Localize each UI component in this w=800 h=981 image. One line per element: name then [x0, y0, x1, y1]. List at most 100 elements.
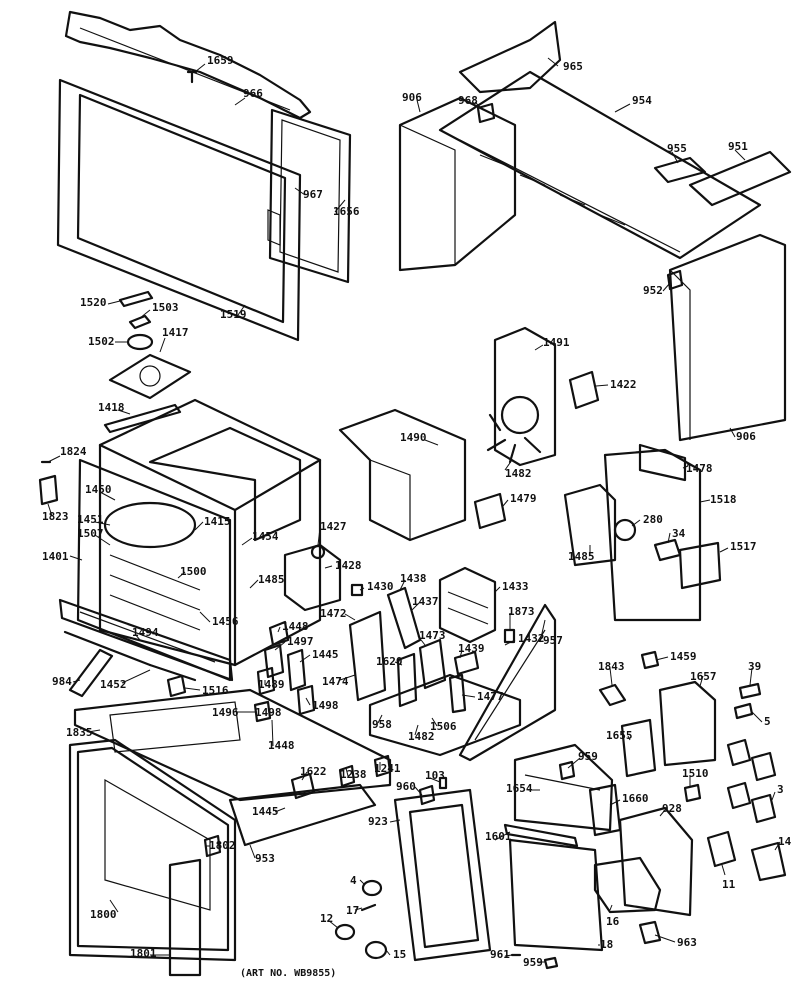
part-1496-clip [253, 700, 272, 723]
part-1478-cover [638, 443, 687, 482]
part-1660-bracket [588, 783, 622, 837]
part-4-knob [361, 879, 383, 897]
part-1428-magnetron [283, 543, 342, 612]
part-label-15: 15 [393, 948, 406, 961]
part-label-1448a: 1448 [282, 620, 309, 633]
part-label-1620: 1620 [376, 655, 403, 668]
part-1452-wire [148, 663, 197, 682]
part-label-1433: 1433 [502, 580, 529, 593]
part-928-panel [618, 806, 694, 917]
part-label-951: 951 [728, 140, 748, 153]
part-1438-bracket [386, 586, 422, 650]
part-label-39: 39 [748, 660, 761, 673]
part-1445-switch [286, 648, 307, 692]
part-label-1654: 1654 [506, 782, 533, 795]
part-3-switch-a [726, 738, 752, 767]
part-958-base-plate [368, 673, 522, 757]
part-label-1489: 1489 [258, 678, 285, 691]
part-1448-switch [268, 620, 290, 647]
part-1655-board [620, 718, 657, 778]
part-label-953: 953 [255, 852, 275, 865]
part-label-906b: 906 [736, 430, 756, 443]
part-label-5: 5 [764, 715, 771, 728]
part-1494-control-strip [58, 598, 234, 682]
part-1491-fan-bracket [493, 326, 557, 467]
part-5-relay [733, 702, 754, 720]
part-label-1520: 1520 [80, 296, 107, 309]
part-1659-screw [186, 70, 198, 84]
part-906-left-wrapper [398, 96, 517, 272]
part-label-1238: 1238 [340, 768, 367, 781]
leader-lines [47, 57, 781, 963]
part-label-1445: 1445 [312, 648, 339, 661]
part-label-955: 955 [667, 142, 687, 155]
part-label-1478: 1478 [686, 462, 713, 475]
part-label-1503: 1503 [152, 301, 179, 314]
part-1498-bracket [296, 684, 316, 716]
part-label-18: 18 [600, 938, 613, 951]
part-label-1430: 1430 [367, 580, 394, 593]
part-953-tray [228, 783, 377, 847]
part-1620-diode [396, 652, 418, 708]
part-1433-transformer [438, 566, 497, 644]
part-label-1835: 1835 [66, 726, 93, 739]
part-1241-bracket [373, 754, 392, 778]
part-label-1843: 1843 [598, 660, 625, 673]
part-label-16: 16 [606, 915, 620, 928]
part-1800-door [68, 738, 237, 962]
part-label-968: 968 [458, 94, 478, 107]
part-1835-bottom-plate [73, 688, 392, 802]
part-label-1415: 1415 [204, 515, 231, 528]
part-label-1518: 1518 [710, 493, 737, 506]
part-label-1450: 1450 [85, 483, 112, 496]
part-label-1482a: 1482 [505, 467, 532, 480]
part-label-954: 954 [632, 94, 652, 107]
part-label-4: 4 [350, 874, 357, 887]
part-label-1437: 1437 [412, 595, 439, 608]
part-label-1428: 1428 [335, 559, 362, 572]
part-label-1479: 1479 [510, 492, 537, 505]
part-label-1494: 1494 [132, 626, 159, 639]
part-1439-switch [453, 650, 480, 676]
part-label-1432: 1432 [518, 632, 545, 645]
part-label-1497: 1497 [287, 635, 314, 648]
part-label-1418: 1418 [98, 401, 125, 414]
part-955-plate [653, 156, 707, 184]
part-label-1657: 1657 [690, 670, 717, 683]
part-963-clip [638, 920, 662, 945]
part-label-1517: 1517 [730, 540, 757, 553]
part-1519-frame [56, 78, 302, 342]
part-label-1516: 1516 [202, 684, 229, 697]
part-label-103: 103 [425, 769, 445, 782]
part-1497-switch [263, 643, 285, 679]
part-label-1660: 1660 [622, 792, 649, 805]
part-954-top-cover [438, 70, 762, 260]
part-label-34: 34 [672, 527, 686, 540]
part-label-1474: 1474 [322, 675, 349, 688]
part-label-1485a: 1485 [568, 550, 595, 563]
part-label-1655: 1655 [606, 729, 633, 742]
part-label-984: 984 [52, 675, 72, 688]
part-label-1401: 1401 [42, 550, 69, 563]
part-label-1873: 1873 [508, 605, 535, 618]
part-label-1498b: 1498 [255, 706, 282, 719]
part-label-1473: 1473 [419, 629, 446, 642]
part-1473-cap [418, 638, 447, 690]
part-1490-duct [338, 408, 467, 542]
part-label-1502: 1502 [88, 335, 115, 348]
part-1873-fuse [503, 628, 516, 644]
part-965-insulation [458, 20, 562, 94]
part-label-1507: 1507 [77, 527, 104, 540]
part-1401-oven-cavity [98, 398, 322, 667]
part-1489-switch [256, 666, 276, 696]
part-label-1448b: 1448 [268, 739, 295, 752]
part-label-1477: 1477 [477, 690, 504, 703]
part-label-1490: 1490 [400, 431, 427, 444]
part-label-1241: 1241 [374, 762, 401, 775]
part-1517-plate [678, 541, 722, 590]
part-label-1482b: 1482 [408, 730, 435, 743]
part-1459-plug [640, 650, 660, 670]
part-966-top-strip [64, 10, 312, 120]
part-label-11: 11 [722, 878, 736, 891]
